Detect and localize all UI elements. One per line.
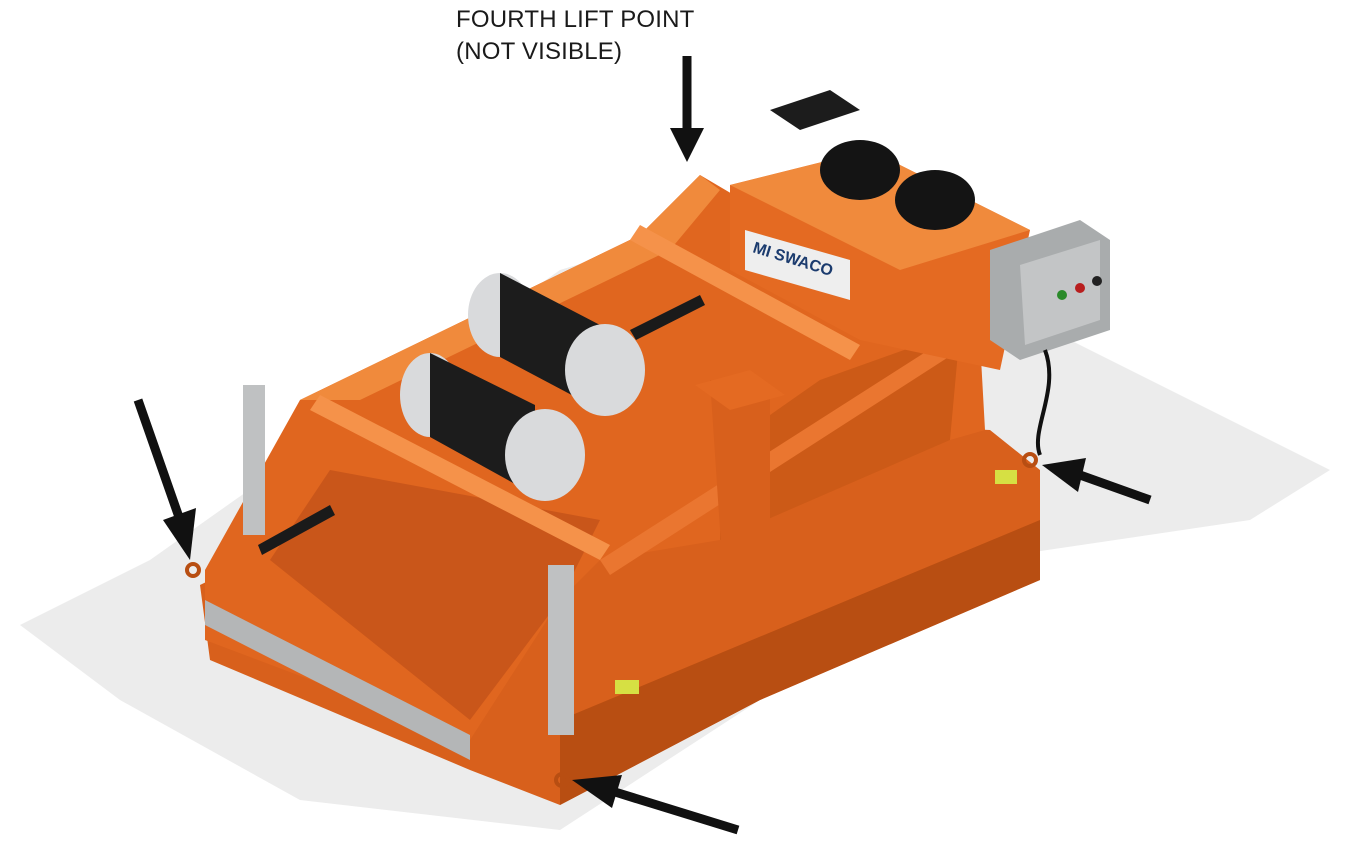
feed-box-top — [730, 150, 1030, 270]
front-lip — [205, 600, 470, 760]
feed-hole-2 — [895, 170, 975, 230]
lift-lug-right — [1022, 452, 1038, 468]
crossbar-front — [310, 395, 610, 560]
logo-plate — [745, 230, 850, 300]
base-slot-1 — [960, 140, 1000, 186]
indicator-black — [1092, 276, 1102, 286]
actuator-cap — [695, 370, 785, 410]
right-arrow — [1042, 458, 1152, 505]
indicator-green — [1057, 290, 1067, 300]
tag-1 — [615, 680, 639, 694]
slot-back — [630, 295, 705, 340]
bottom-arrow — [572, 775, 740, 835]
feed-box-cap — [770, 90, 860, 130]
left-arrow — [133, 398, 196, 560]
tag-2 — [995, 470, 1017, 484]
basket-inner-floor — [270, 470, 600, 720]
column-front — [548, 565, 574, 735]
indicator-red — [1075, 283, 1085, 293]
fourth-lift-point-callout: FOURTH LIFT POINT (NOT VISIBLE) — [456, 4, 695, 68]
callout-line-2: (NOT VISIBLE) — [456, 38, 623, 65]
slot-left — [258, 505, 335, 555]
cable — [1036, 349, 1052, 456]
callout-line-1: FOURTH LIFT POINT — [456, 6, 695, 33]
motor-lower — [400, 353, 585, 501]
feed-hole-1 — [820, 140, 900, 200]
crossbar-back — [630, 225, 860, 360]
motor-upper — [468, 273, 645, 416]
actuator-post — [710, 380, 770, 605]
top-arrow — [670, 56, 704, 162]
base-frame-side — [560, 520, 1040, 805]
lift-lug-front — [554, 772, 570, 788]
column-left — [243, 385, 265, 535]
lift-lug-left — [185, 562, 201, 578]
basket-back-wall — [300, 175, 720, 400]
crossbar-rail — [600, 330, 975, 575]
